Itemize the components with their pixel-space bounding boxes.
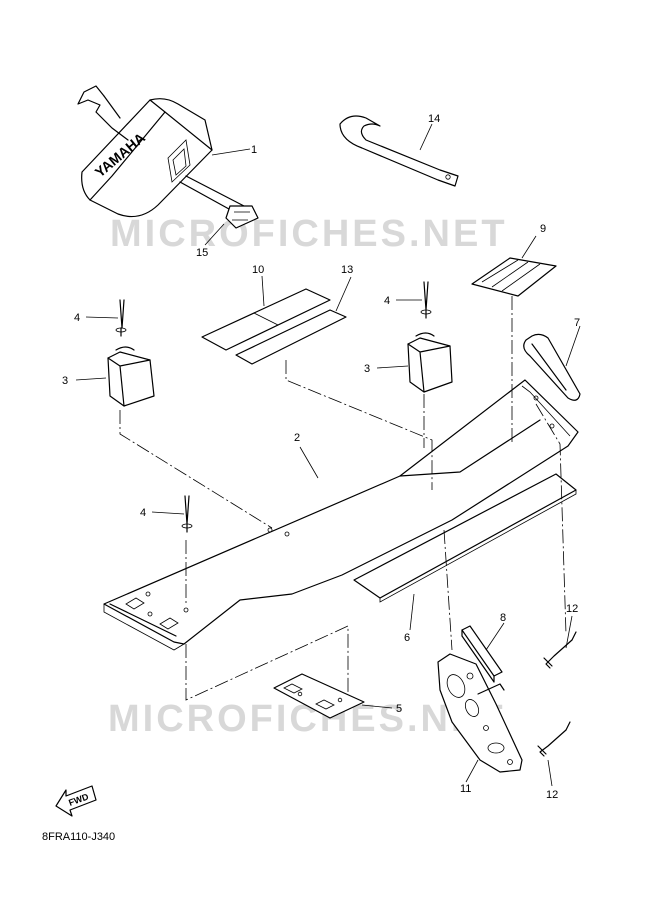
part-12-screw-top[interactable] <box>543 631 577 669</box>
callout-5: 5 <box>396 703 402 715</box>
part-1-cover[interactable]: YAMAHA <box>81 98 213 218</box>
callout-12-bottom: 12 <box>546 789 558 801</box>
callout-2: 2 <box>294 432 300 444</box>
part-11-bracket[interactable] <box>437 653 523 773</box>
callout-4-left: 4 <box>74 312 80 324</box>
callout-11: 11 <box>460 783 471 795</box>
part-12-screw-bottom[interactable] <box>537 721 571 757</box>
part-5-plate[interactable] <box>273 673 365 719</box>
diagram-code: 8FRA110-J340 <box>42 831 115 843</box>
part-4-rivet-bottom[interactable] <box>181 495 193 533</box>
watermark-top: MICROFICHES.NET <box>110 213 508 255</box>
callout-4-right: 4 <box>384 295 390 307</box>
part-6-mat[interactable] <box>353 473 577 603</box>
part-2-tray[interactable] <box>103 379 579 651</box>
part-7-handle[interactable] <box>523 333 581 401</box>
callout-4-bottom: 4 <box>140 507 146 519</box>
part-13-label[interactable] <box>235 309 347 365</box>
part-3-bracket-right[interactable] <box>407 332 453 393</box>
part-14-spanner[interactable] <box>339 115 459 187</box>
callout-9: 9 <box>540 223 546 235</box>
callout-3-left: 3 <box>62 375 68 387</box>
callout-10: 10 <box>252 264 264 276</box>
callout-7: 7 <box>574 317 580 329</box>
part-4-rivet-right[interactable] <box>420 281 432 319</box>
part-3-bracket-left[interactable] <box>107 346 155 407</box>
callout-1: 1 <box>251 144 257 156</box>
callout-14: 14 <box>428 113 440 125</box>
part-8-block[interactable] <box>461 625 503 683</box>
callout-15: 15 <box>196 247 208 259</box>
callout-3-right: 3 <box>364 363 370 375</box>
part-9-pad[interactable] <box>471 257 557 297</box>
part-4-rivet-left[interactable] <box>115 299 127 337</box>
callout-8: 8 <box>500 612 506 624</box>
part-10-label[interactable] <box>201 288 331 351</box>
callout-13: 13 <box>341 264 353 276</box>
assembly-lines <box>119 296 567 701</box>
callout-12-top: 12 <box>566 603 578 615</box>
fwd-arrow-icon: FWD <box>55 785 97 817</box>
part-15-strap[interactable] <box>77 85 259 229</box>
callout-6: 6 <box>404 632 410 644</box>
